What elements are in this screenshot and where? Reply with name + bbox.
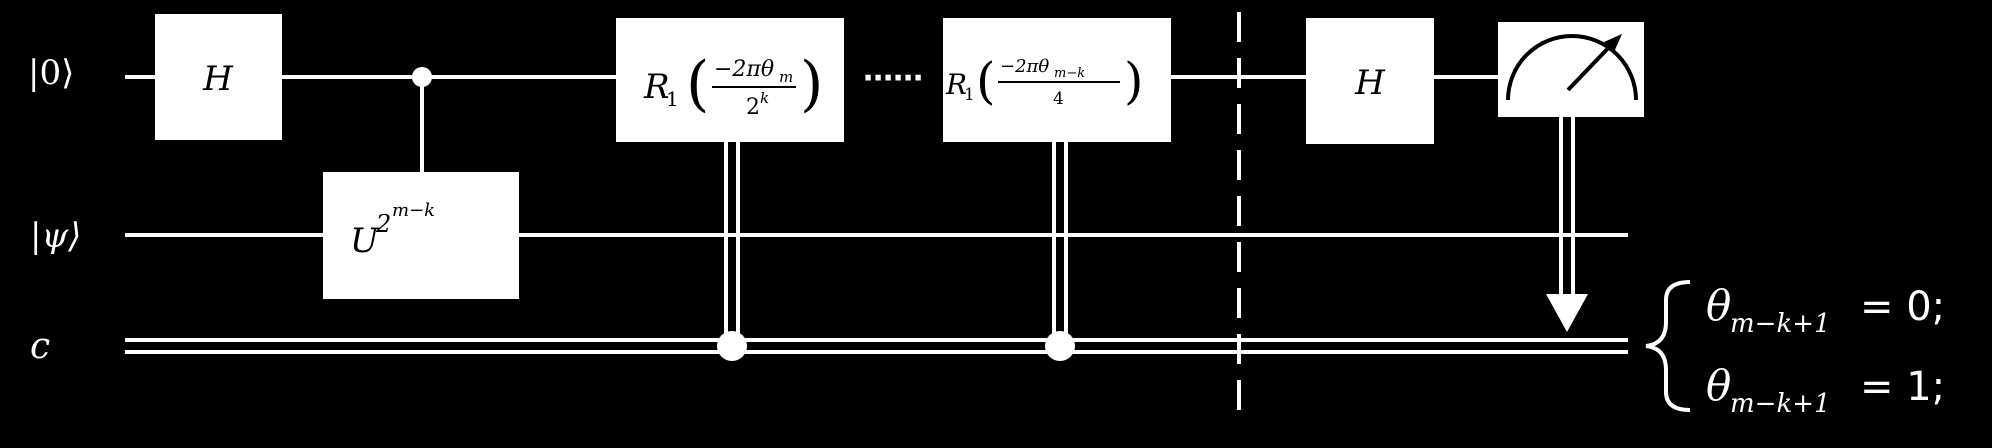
classical-control-dot-1 [717, 331, 747, 361]
meter-needle-tip [1604, 34, 1622, 52]
outcome-1-subscript: m−k+1 [1730, 389, 1831, 419]
outcome-0-theta: θ [1706, 281, 1731, 330]
wire-gap [843, 70, 943, 84]
rotation-gate-1-lparen: ( [686, 49, 709, 119]
control-dot [412, 67, 432, 87]
rotation-gate-2-num-sub: m−k [1054, 66, 1085, 81]
outcome-1-value: = 1; [1860, 364, 1945, 410]
rotation-gate-1-sub: 1 [666, 87, 679, 111]
curly-brace [1645, 280, 1691, 412]
hadamard-gate-1-label: H [202, 59, 234, 99]
rotation-gate-2-denominator: 4 [1053, 89, 1064, 109]
rotation-gate-2-sub: 1 [964, 85, 975, 105]
wire-label-c: c [30, 326, 50, 367]
u-gate-base: U [350, 221, 380, 261]
rotation-gate-2-rparen: ) [1124, 52, 1144, 110]
rotation-gate-1 [616, 18, 844, 142]
meter-arc [1506, 34, 1638, 101]
hadamard-gate-2-label: H [1354, 63, 1386, 103]
rotation-gate-2-numerator: −2πθ [1000, 56, 1049, 77]
rotation-gate-1-denominator: 2 [746, 95, 760, 120]
rotation-gate-2-lparen: ( [976, 52, 996, 110]
outcome-1-theta: θ [1706, 361, 1731, 410]
controlled-u-gate [323, 172, 519, 299]
rotation-gate-1-num-sub: m [779, 68, 793, 86]
classical-control-dot-2 [1045, 331, 1075, 361]
wire-label-q0: |0⟩ [28, 53, 74, 93]
outcome-0-subscript: m−k+1 [1730, 309, 1831, 339]
rotation-gate-2 [943, 18, 1171, 142]
meter-needle [1566, 40, 1616, 92]
rotation-gate-1-base: R [643, 67, 670, 107]
rotation-gate-1-numerator: −2πθ [714, 57, 774, 82]
ellipsis-dots: ⋯⋯ [863, 61, 923, 96]
rotation-gate-2-base: R [945, 68, 967, 101]
u-gate-exponent-super: m−k [392, 200, 435, 221]
hadamard-gate-1 [155, 14, 282, 140]
u-gate-exponent: 2 [375, 210, 391, 238]
hadamard-gate-2 [1306, 18, 1434, 144]
arrow-down-icon [1546, 294, 1588, 332]
rotation-gate-1-den-sup: k [760, 89, 769, 107]
outcome-0-value: = 0; [1860, 284, 1945, 330]
rotation-gate-1-rparen: ) [800, 49, 823, 119]
wire-label-psi: |ψ⟩ [30, 216, 81, 256]
